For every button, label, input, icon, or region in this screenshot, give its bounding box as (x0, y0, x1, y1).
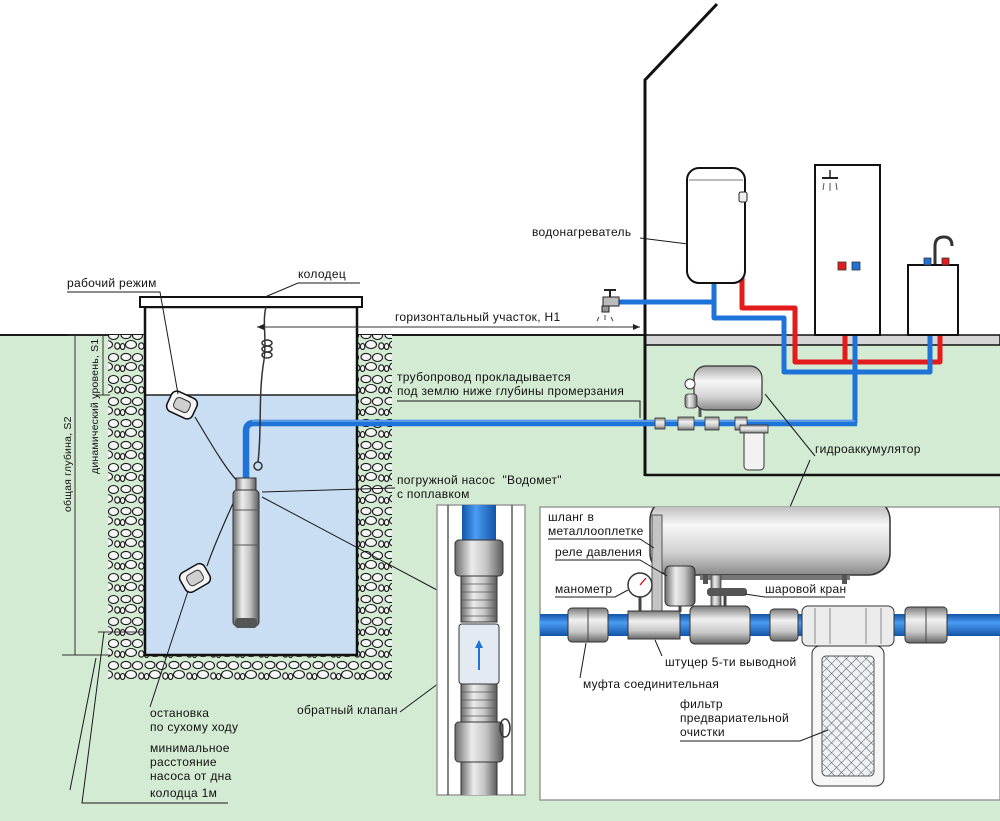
label-total-depth: общая глубина, S2 (62, 416, 74, 512)
label-dry-run-line2: по сухому ходу (150, 720, 238, 734)
label-dry-run-line1: остановка (150, 706, 209, 720)
dimension-lines (62, 324, 640, 656)
label-ball-valve: шаровой кран (765, 582, 846, 596)
hydro-accumulator-tank (649, 507, 891, 576)
label-pressure-relay: реле давления (555, 545, 642, 559)
submersible-pump (232, 477, 260, 628)
label-check-valve: обратный клапан (297, 703, 398, 717)
float-dry-run (178, 562, 212, 594)
filter-small (743, 429, 765, 471)
label-hose-line2: металлооплетке (548, 524, 644, 538)
label-filter-line2: предвариательной (680, 711, 789, 725)
pump-station-detail-inset (539, 506, 1000, 801)
kitchen-sink (907, 235, 959, 336)
label-hose-line1: шланг в (548, 510, 594, 524)
label-min-distance-line3: насоса от дна (150, 769, 232, 783)
outdoor-tap (596, 289, 620, 322)
five-way-fitting (627, 610, 681, 640)
label-min-distance-line1: минимальное (150, 741, 230, 755)
label-horizontal-section: горизонтальный участок, H1 (395, 310, 560, 324)
label-filter-line3: очистки (680, 725, 725, 739)
basement-pump-station (654, 365, 769, 471)
label-working-mode: рабочий режим (67, 276, 157, 290)
label-five-way-fitting: штуцер 5-ти выводной (665, 655, 797, 669)
label-coupling: муфта соединительная (583, 677, 719, 691)
shower-stall (814, 164, 881, 336)
water-heater (686, 167, 748, 284)
label-pipeline-line1: трубопровод прокладывается (397, 370, 571, 384)
gravel-bottom (108, 655, 392, 682)
house (643, 2, 1000, 477)
label-pump-line2: с поплавком (397, 487, 470, 501)
float-working-mode (165, 390, 199, 420)
coupling-middle (769, 608, 799, 642)
label-pump-line1: погружной насос "Водомет" (397, 473, 562, 487)
pump-rope (253, 306, 273, 471)
gravel-right (357, 335, 392, 682)
ball-valve-body (689, 605, 751, 645)
supply-pipe (242, 419, 857, 484)
label-dynamic-level: динамический уровень, S1 (89, 339, 101, 474)
label-pipeline-line2: под землю ниже глубины промерзания (397, 384, 624, 398)
pressure-relay-box (664, 565, 696, 607)
label-filter-line1: фильтр (680, 697, 723, 711)
filter-mesh (821, 655, 875, 777)
label-min-distance-line2: расстояние (150, 755, 217, 769)
gravel-left (108, 335, 145, 682)
label-water-heater: водонагреватель (532, 225, 631, 239)
ball-valve-handle (707, 588, 747, 596)
label-manometer: манометр (555, 582, 612, 596)
label-min-distance-line4: колодца 1м (150, 786, 217, 800)
pressure-tank-small (693, 365, 763, 411)
label-well: колодец (298, 267, 346, 281)
well-cap (139, 296, 363, 308)
label-accumulator: гидроаккумулятор (815, 442, 921, 456)
check-valve-detail-inset (436, 504, 526, 796)
braided-hose (651, 514, 663, 614)
filter-head (801, 605, 895, 647)
